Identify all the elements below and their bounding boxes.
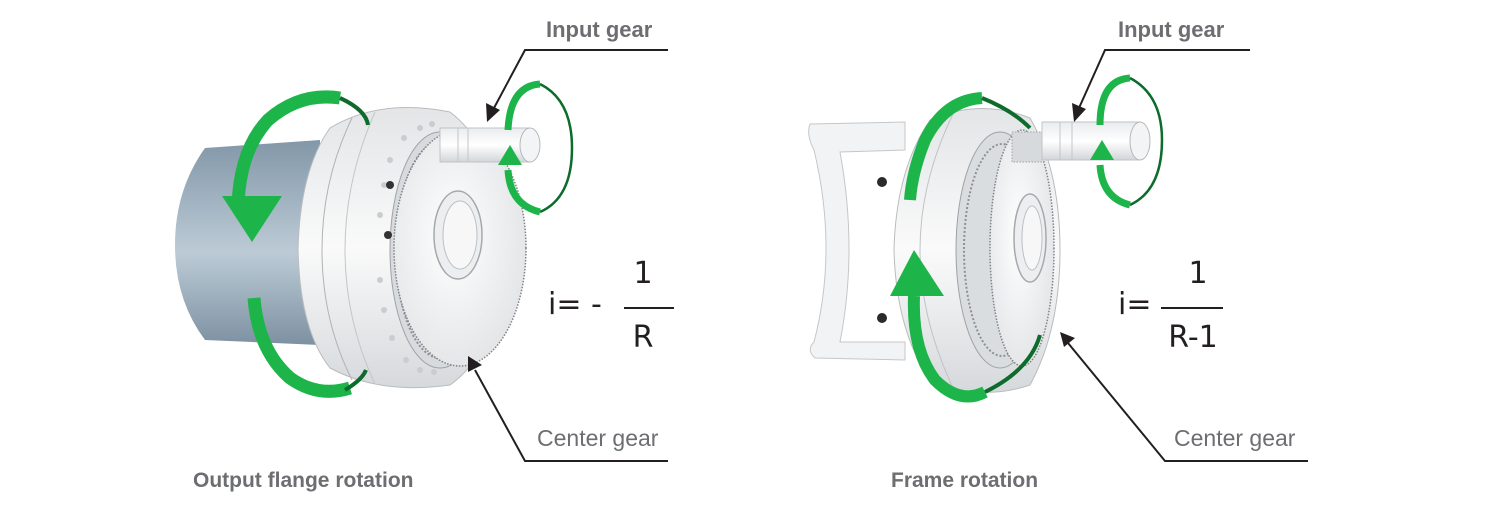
left-formula-lhs: i= - (548, 287, 602, 322)
right-input-rotation-arrow (1090, 74, 1164, 209)
motor-cylinder (175, 140, 320, 345)
right-center-gear-label: Center gear (1174, 425, 1296, 451)
left-output-rotation-arrow (222, 90, 370, 398)
right-input-leader (1078, 49, 1250, 109)
left-formula-denominator: R (632, 320, 654, 355)
right-ratio-formula: i= 1 R-1 (1118, 256, 1238, 362)
left-center-gear-label: Center gear (537, 425, 659, 451)
right-formula-denominator: R-1 (1168, 320, 1218, 355)
left-caption: Output flange rotation (193, 469, 414, 492)
right-formula-lhs: i= (1118, 287, 1152, 322)
left-leader-lines (468, 49, 668, 462)
left-reducer-illustration (175, 107, 541, 389)
left-input-leader (493, 49, 668, 109)
left-input-gear-label: Input gear (546, 17, 653, 42)
right-formula-fraction-bar (1161, 307, 1223, 309)
frame-housing (808, 121, 906, 361)
right-caption: Frame rotation (891, 469, 1039, 492)
right-frame-rotation-arrow (890, 92, 1042, 403)
left-formula-fraction-bar (624, 307, 674, 309)
right-input-shaft (1041, 121, 1141, 161)
left-center-leader (474, 369, 668, 462)
left-input-rotation-arrow (498, 80, 574, 216)
left-formula-numerator: 1 (633, 256, 653, 291)
right-leader-lines (1060, 49, 1308, 462)
left-ratio-formula: i= - 1 R (548, 256, 674, 362)
right-input-gear-label: Input gear (1118, 17, 1225, 42)
right-formula-numerator: 1 (1188, 256, 1208, 291)
right-center-leader (1067, 342, 1308, 462)
right-reducer-illustration (808, 107, 1151, 393)
